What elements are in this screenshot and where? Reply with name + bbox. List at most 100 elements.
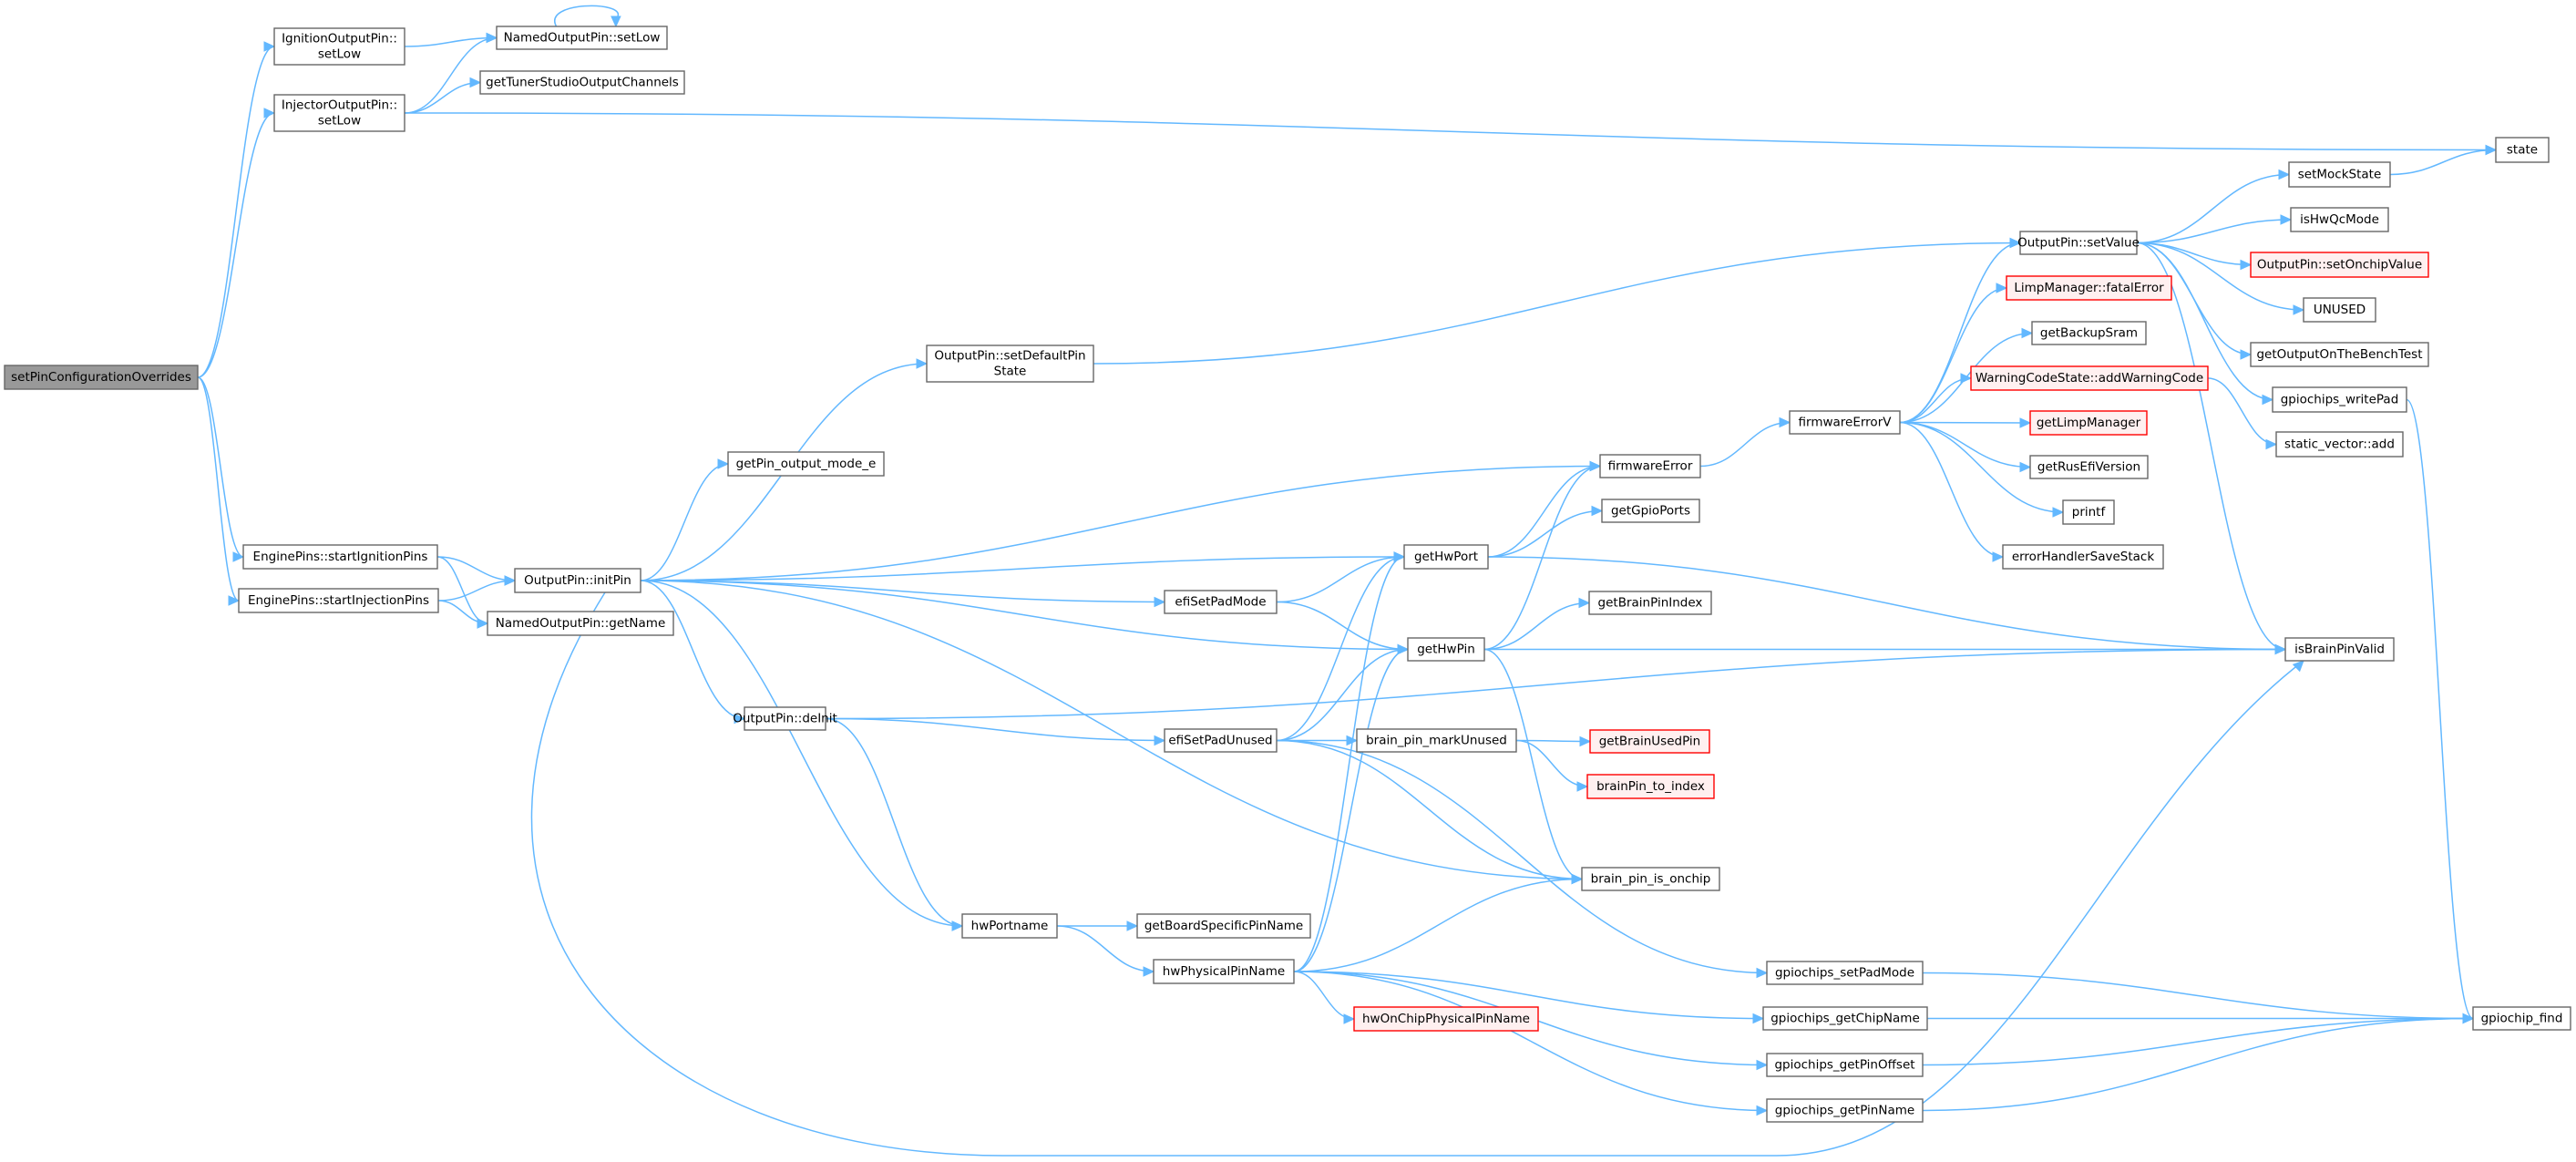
arrowhead-icon: [717, 458, 730, 469]
node-brain-pin-is-onchip[interactable]: brain_pin_is_onchip: [1581, 867, 1720, 891]
node-warning-code-state-add-warning-code[interactable]: WarningCodeState::addWarningCode: [1970, 365, 2209, 391]
node-box: [961, 913, 1058, 939]
node-get-rus-efi-version[interactable]: getRusEfiVersion: [2029, 455, 2149, 479]
edge-line: [2136, 242, 2286, 651]
node-limp-manager-fatal-error[interactable]: LimpManager::fatalError: [2006, 275, 2172, 301]
node-named-output-pin-get-name[interactable]: NamedOutputPin::getName: [487, 611, 674, 636]
arrowhead-icon: [1154, 735, 1166, 746]
arrowhead-icon: [2262, 394, 2274, 406]
node-set-pin-configuration-overrides[interactable]: setPinConfigurationOverrides: [4, 365, 199, 390]
edge-line: [1293, 556, 1405, 972]
node-label: OutputPin::setOnchipValue: [2257, 258, 2422, 273]
node-box: [273, 27, 405, 66]
edge-line: [404, 36, 498, 47]
node-gpiochip-find[interactable]: gpiochip_find: [2472, 1006, 2571, 1031]
node-get-output-on-the-bench-test[interactable]: getOutputOnTheBenchTest: [2250, 342, 2429, 367]
edge-line: [197, 46, 275, 378]
node-label: gpiochips_getChipName: [1770, 1012, 1920, 1026]
node-firmware-error[interactable]: firmwareError: [1599, 454, 1701, 478]
node-box: [487, 611, 674, 636]
node-box: [1766, 1053, 1924, 1077]
edge-line: [1276, 556, 1405, 603]
edge-line: [1293, 971, 1764, 1020]
node-named-output-pin-set-low[interactable]: NamedOutputPin::setLow: [496, 26, 668, 50]
node-brain-pin-to-index[interactable]: brainPin_to_index: [1586, 774, 1715, 799]
node-gpiochips-write-pad[interactable]: gpiochips_writePad: [2272, 386, 2407, 413]
node-label: OutputPin::initPin: [524, 573, 631, 588]
edge-line: [530, 591, 2304, 1157]
node-get-limp-manager[interactable]: getLimpManager: [2029, 410, 2148, 436]
edge-hwPhys-to-hwOnChip: [1293, 971, 1356, 1024]
node-firmware-error-v[interactable]: firmwareErrorV: [1789, 410, 1901, 435]
node-get-gpio-ports[interactable]: getGpioPorts: [1601, 499, 1700, 523]
edge-setValue-to-writePad: [2136, 242, 2274, 406]
node-box: [1136, 913, 1311, 939]
arrowhead-icon: [1589, 460, 1602, 472]
edge-line: [2136, 242, 2304, 311]
node-injector-output-pin-set-low[interactable]: InjectorOutputPin::setLow: [273, 94, 405, 132]
arrowhead-icon: [1992, 551, 2005, 562]
edge-line: [1276, 739, 1583, 880]
node-is-brain-pin-valid[interactable]: isBrainPinValid: [2284, 637, 2395, 662]
edge-getHwPin-to-firmwareError: [1483, 460, 1602, 651]
node-get-backup-sram[interactable]: getBackupSram: [2031, 321, 2147, 345]
node-hw-on-chip-physical-pin-name[interactable]: hwOnChipPhysicalPinName: [1353, 1006, 1539, 1032]
node-box: [727, 451, 885, 477]
node-hw-physical-pin-name[interactable]: hwPhysicalPinName: [1153, 959, 1295, 984]
node-gpiochips-get-pin-offset[interactable]: gpiochips_getPinOffset: [1766, 1053, 1924, 1077]
node-error-handler-save-stack[interactable]: errorHandlerSaveStack: [2002, 544, 2164, 570]
node-gpiochips-get-chip-name[interactable]: gpiochips_getChipName: [1762, 1006, 1928, 1031]
node-output-pin-de-init[interactable]: OutputPin::deInit: [733, 706, 837, 731]
node-brain-pin-mark-unused[interactable]: brain_pin_markUnused: [1356, 728, 1517, 753]
arrowhead-icon: [2462, 1013, 2475, 1024]
node-get-board-specific-pin-name[interactable]: getBoardSpecificPinName: [1136, 913, 1311, 939]
edge-firmwareErrorV-to-addWarning: [1899, 373, 1973, 424]
node-output-pin-set-value[interactable]: OutputPin::setValue: [2017, 231, 2140, 255]
arrowhead-icon: [469, 77, 482, 88]
node-get-hw-pin[interactable]: getHwPin: [1407, 637, 1485, 662]
node-printf[interactable]: printf: [2062, 499, 2115, 525]
node-ignition-output-pin-set-low[interactable]: IgnitionOutputPin::setLow: [273, 27, 405, 66]
node-label: State: [994, 365, 1027, 379]
node-efi-set-pad-unused[interactable]: efiSetPadUnused: [1164, 728, 1278, 753]
edge-line: [197, 376, 240, 602]
node-label: getBrainUsedPin: [1599, 735, 1701, 749]
node-hw-portname[interactable]: hwPortname: [961, 913, 1058, 939]
node-get-brain-used-pin[interactable]: getBrainUsedPin: [1589, 729, 1710, 754]
node-get-brain-pin-index[interactable]: getBrainPinIndex: [1588, 591, 1712, 615]
edge-initPin-to-deInit: [640, 580, 746, 725]
node-box: [2250, 252, 2429, 278]
edge-setMockState-to-state: [2389, 144, 2498, 176]
node-label: IgnitionOutputPin::: [282, 32, 397, 46]
node-box: [1762, 1006, 1928, 1031]
node-unused[interactable]: UNUSED: [2303, 297, 2376, 323]
node-gpiochips-get-pin-name[interactable]: gpiochips_getPinName: [1766, 1098, 1924, 1123]
node-output-pin-init-pin[interactable]: OutputPin::initPin: [514, 568, 641, 593]
node-label: getGpioPorts: [1611, 504, 1690, 519]
node-gpiochips-set-pad-mode[interactable]: gpiochips_setPadMode: [1766, 961, 1924, 985]
node-engine-pins-start-injection-pins[interactable]: EnginePins::startInjectionPins: [238, 588, 439, 613]
node-efi-set-pad-mode[interactable]: efiSetPadMode: [1164, 590, 1278, 614]
node-state[interactable]: state: [2495, 137, 2550, 163]
node-get-pin-output-mode-e[interactable]: getPin_output_mode_e: [727, 451, 885, 477]
edge-initPin-to-getPinMode: [640, 458, 730, 581]
node-static-vector-add[interactable]: static_vector::add: [2275, 431, 2404, 458]
node-box: [2272, 386, 2407, 413]
edge-line: [197, 112, 275, 378]
node-get-tuner-studio-output-channels[interactable]: getTunerStudioOutputChannels: [479, 70, 685, 95]
edge-line: [1487, 556, 2286, 651]
node-output-pin-set-onchip-value[interactable]: OutputPin::setOnchipValue: [2250, 252, 2429, 278]
node-box: [1789, 410, 1901, 435]
node-get-hw-port[interactable]: getHwPort: [1403, 544, 1489, 570]
node-label: getOutputOnTheBenchTest: [2256, 347, 2422, 362]
node-box: [1601, 499, 1700, 523]
arrowhead-icon: [951, 920, 964, 931]
node-box: [2031, 321, 2147, 345]
node-engine-pins-start-ignition-pins[interactable]: EnginePins::startIgnitionPins: [242, 544, 438, 570]
arrowhead-icon: [263, 41, 276, 52]
node-set-mock-state[interactable]: setMockState: [2288, 161, 2391, 188]
edge-ignSetLow-to-namedSetLow: [404, 32, 498, 47]
node-is-hw-qc-mode[interactable]: isHwQcMode: [2290, 207, 2389, 232]
edge-root-to-injSetLow: [197, 108, 276, 378]
